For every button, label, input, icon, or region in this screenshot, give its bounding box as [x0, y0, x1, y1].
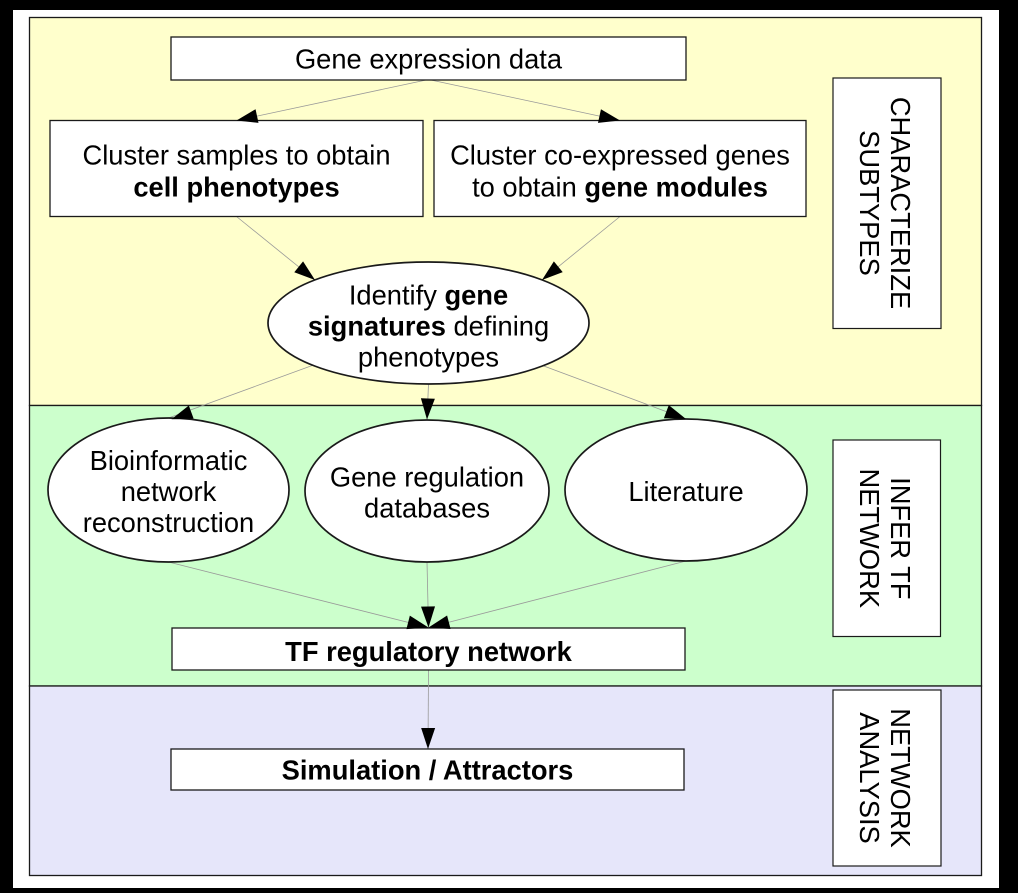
svg-text:Simulation / Attractors: Simulation / Attractors: [282, 755, 574, 786]
svg-text:Cluster samples to obtain: Cluster samples to obtain: [83, 139, 391, 170]
svg-text:databases: databases: [364, 493, 490, 524]
svg-text:signatures defining: signatures defining: [308, 311, 549, 342]
svg-text:Bioinformatic: Bioinformatic: [90, 445, 248, 476]
svg-text:Gene regulation: Gene regulation: [330, 462, 524, 493]
svg-text:SUBTYPES: SUBTYPES: [854, 130, 885, 276]
svg-text:reconstruction: reconstruction: [83, 507, 254, 538]
svg-text:cell phenotypes: cell phenotypes: [133, 172, 339, 203]
svg-text:Cluster co-expressed genes: Cluster co-expressed genes: [450, 139, 790, 170]
svg-text:TF regulatory network: TF regulatory network: [285, 636, 572, 667]
svg-text:network: network: [121, 476, 217, 507]
svg-text:Identify gene: Identify gene: [349, 280, 508, 311]
svg-text:INFER TF: INFER TF: [885, 477, 916, 599]
svg-text:Gene expression data: Gene expression data: [295, 44, 563, 75]
svg-text:Literature: Literature: [628, 476, 743, 507]
svg-text:phenotypes: phenotypes: [358, 342, 499, 373]
svg-text:to obtain gene modules: to obtain gene modules: [472, 172, 768, 203]
svg-text:ANALYSIS: ANALYSIS: [854, 712, 885, 844]
svg-text:NETWORK: NETWORK: [854, 469, 885, 609]
svg-text:CHARACTERIZE: CHARACTERIZE: [885, 97, 916, 309]
svg-text:NETWORK: NETWORK: [885, 708, 916, 848]
